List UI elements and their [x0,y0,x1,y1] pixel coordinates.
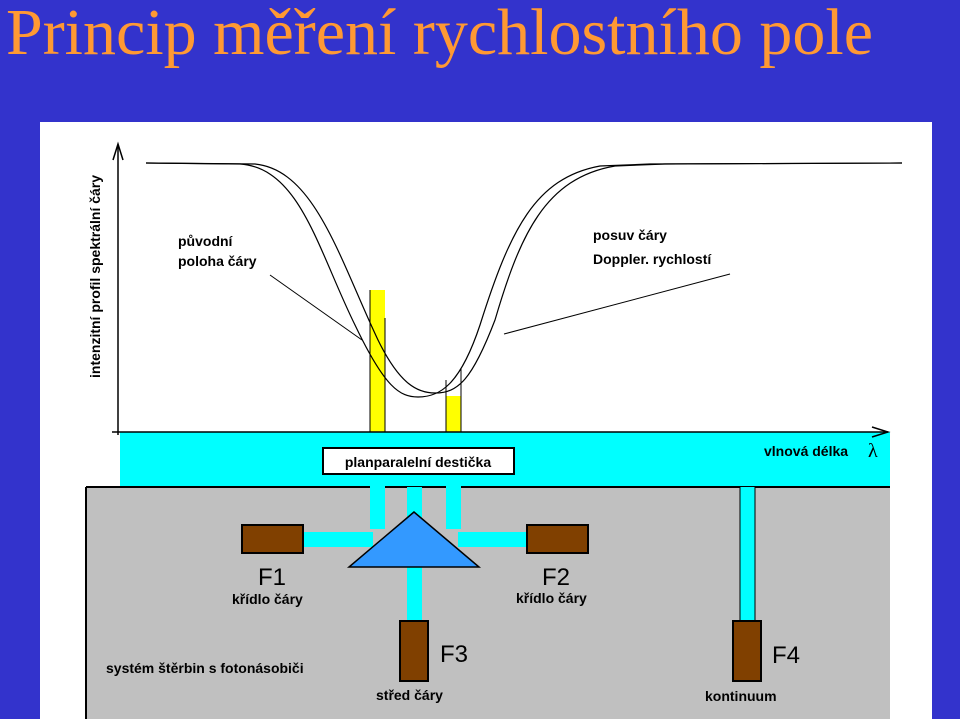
slit-system-box [86,487,890,719]
photomultiplier-f3 [399,620,429,682]
wing-window-left [370,290,385,432]
channel-left-down [370,432,385,529]
x-axis-label: vlnová délka [764,443,848,459]
shifted-leader-line [503,273,731,335]
plate-label: planparalelní destička [345,454,491,470]
slide-title: Princip měření rychlostního pole [6,0,873,69]
original-leader-line [269,274,363,341]
filter-f4-caption: kontinuum [705,688,777,704]
shift-label-1: posuv čáry [593,227,667,243]
original-position-label-2: poloha čáry [178,253,257,269]
photomultiplier-f4 [732,620,762,682]
filter-f2-id: F2 [542,564,570,591]
channel-right-horizontal [458,532,528,547]
x-axis-arrow [871,426,891,438]
filter-f2-caption: křídlo čáry [516,590,587,606]
shifted-line-profile [145,162,903,394]
slit-system-label: systém štěrbin s fotonásobiči [106,660,304,676]
photomultiplier-f2 [526,524,589,554]
prism [346,511,482,568]
photomultiplier-f1 [241,524,304,554]
filter-f1-caption: křídlo čáry [232,591,303,607]
channel-right-down [446,432,461,529]
x-axis-symbol: λ [868,440,878,462]
plate-label-box [322,447,515,475]
shift-label-2: Doppler. rychlostí [593,251,712,267]
y-axis-arrow [112,141,124,161]
y-axis-label: intenzitní profil spektrální čáry [87,175,103,378]
filter-f4-id: F4 [772,642,800,669]
original-line-profile [145,162,903,398]
channel-continuum [740,487,755,622]
filter-f3-caption: střed čáry [376,687,443,703]
wing-window-right [446,396,461,432]
filter-f1-id: F1 [258,564,286,591]
channel-left-horizontal [303,532,373,547]
original-position-label-1: původní [178,233,234,249]
filter-f3-id: F3 [440,641,468,668]
